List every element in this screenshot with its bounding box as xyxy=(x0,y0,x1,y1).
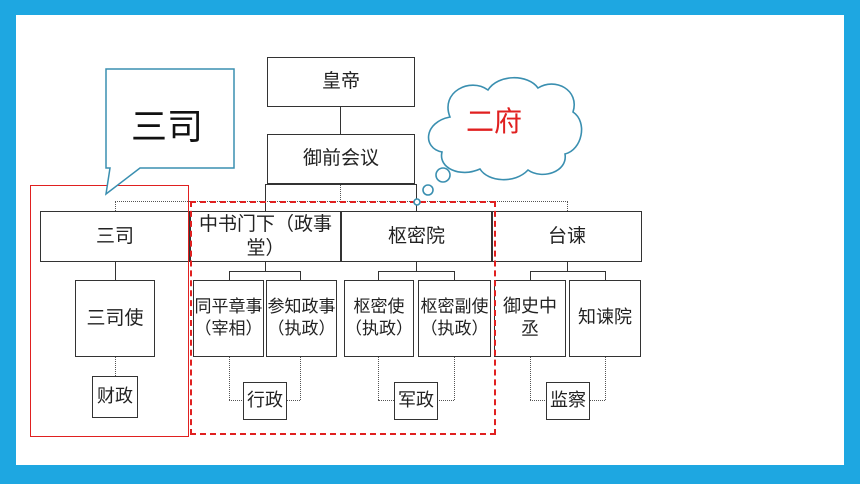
tongping-box: 同平章事 （宰相） xyxy=(193,280,264,357)
emperor-label: 皇帝 xyxy=(321,70,360,93)
zhongshu-right-drop xyxy=(300,271,301,280)
sansishi-label: 三司使 xyxy=(86,306,144,329)
cloud-shape xyxy=(427,77,583,181)
emperor-council-connector xyxy=(340,107,341,134)
yushi-label: 御史中丞 xyxy=(503,296,557,340)
cloud-bubble-small xyxy=(413,198,421,206)
shumi-right-drop xyxy=(454,271,455,280)
sansi-callout-bubble xyxy=(104,68,235,196)
shumi-down xyxy=(416,262,417,271)
council-dotted-down xyxy=(340,184,341,202)
junzheng-box: 军政 xyxy=(394,382,438,420)
council-box: 御前会议 xyxy=(267,134,415,184)
shumi-left-drop xyxy=(378,271,379,280)
shumifushi-note: （执政） xyxy=(420,318,489,339)
sansi-highlight-frame xyxy=(30,185,189,437)
sansishi-box: 三司使 xyxy=(75,280,155,357)
canzhi-label: 参知政事 xyxy=(267,297,336,318)
zhongshu-left-drop xyxy=(229,271,230,280)
taijian-bus xyxy=(530,271,605,272)
shumifushi-label: 枢密副使 xyxy=(420,297,489,318)
shumishi-label: 枢密使 xyxy=(353,297,405,318)
yushi-dotted xyxy=(530,357,531,400)
sansi-callout-shape xyxy=(104,68,235,196)
sansi-box: 三司 xyxy=(40,211,190,262)
jiancha-label: 监察 xyxy=(550,389,586,411)
zhongshu-label: 中书门下（政事堂） xyxy=(198,212,332,259)
cloud-bubble-large xyxy=(435,167,451,183)
taijian-left-drop xyxy=(530,271,531,280)
caizheng-box: 财政 xyxy=(92,376,138,418)
zhongshu-down xyxy=(265,262,266,271)
shumi-bus xyxy=(378,271,454,272)
shumifushi-dotted xyxy=(454,357,455,400)
cloud-bubble-medium xyxy=(422,184,434,196)
shumi-box: 枢密院 xyxy=(341,211,492,262)
council-solid-bus xyxy=(265,184,416,185)
canzhi-box: 参知政事 （执政） xyxy=(266,280,337,357)
sansi-to-sansishi xyxy=(115,262,116,280)
tongping-note: （宰相） xyxy=(194,318,263,339)
connector-to-zhongshu xyxy=(265,184,266,211)
canzhi-dotted xyxy=(300,357,301,400)
sansi-callout-text: 三司 xyxy=(131,107,204,148)
shumishi-box: 枢密使 （执政） xyxy=(344,280,414,357)
yushi-box: 御史中丞 xyxy=(494,280,566,357)
connector-to-shumi xyxy=(416,184,417,211)
taijian-down xyxy=(567,262,568,271)
zhijian-box: 知谏院 xyxy=(569,280,641,357)
junzheng-label: 军政 xyxy=(398,389,434,411)
council-label: 御前会议 xyxy=(302,147,379,170)
zhongshu-box: 中书门下（政事堂） xyxy=(190,211,341,262)
xingzheng-box: 行政 xyxy=(243,382,287,420)
zhongshu-bus xyxy=(229,271,300,272)
sansi-label: 三司 xyxy=(95,224,134,247)
tongping-dotted xyxy=(229,357,230,400)
shumishi-note: （执政） xyxy=(345,318,413,339)
canzhi-note: （执政） xyxy=(267,318,336,339)
zhijian-dotted xyxy=(605,357,606,400)
erfu-thought-text: 二府 xyxy=(466,105,523,138)
jiancha-box: 监察 xyxy=(546,382,590,420)
shumifushi-box: 枢密副使 （执政） xyxy=(418,280,491,357)
bottom-bar xyxy=(0,465,860,484)
dotted-to-sansi xyxy=(115,201,116,211)
shumishi-dotted xyxy=(378,357,379,400)
dotted-to-taijian xyxy=(567,201,568,211)
xingzheng-label: 行政 xyxy=(247,389,283,411)
shumi-label: 枢密院 xyxy=(387,224,445,247)
erfu-thought-cloud xyxy=(413,77,583,206)
taijian-right-drop xyxy=(605,271,606,280)
erfu-highlight-frame xyxy=(190,201,496,435)
taijian-box: 台谏 xyxy=(492,211,642,262)
zhijian-label: 知谏院 xyxy=(578,307,632,329)
taijian-label: 台谏 xyxy=(547,224,586,247)
sansishi-dotted xyxy=(115,357,116,376)
emperor-box: 皇帝 xyxy=(267,57,415,107)
tongping-label: 同平章事 xyxy=(194,297,263,318)
caizheng-label: 财政 xyxy=(97,385,133,407)
